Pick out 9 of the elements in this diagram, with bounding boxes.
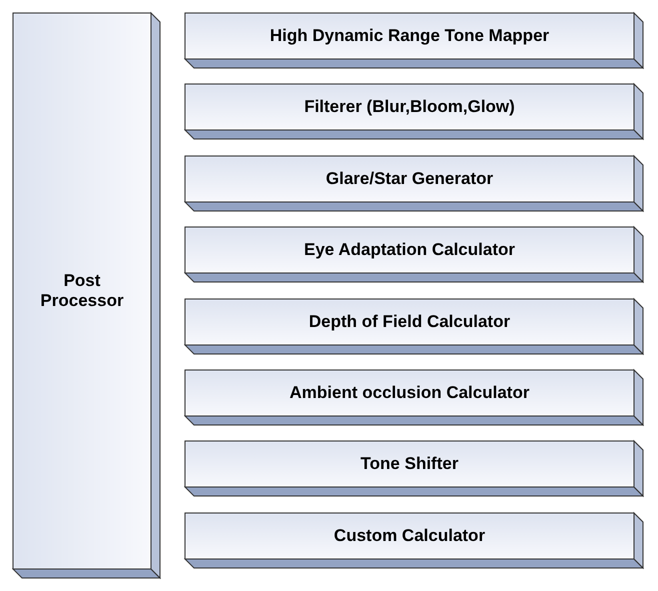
box-label: Custom Calculator — [334, 526, 486, 546]
box-label: Glare/Star Generator — [326, 168, 494, 189]
box-label: Post Processor — [39, 271, 125, 311]
box-label: Tone Shifter — [360, 454, 458, 474]
box-label: Eye Adaptation Calculator — [304, 240, 515, 260]
box-label: Depth of Field Calculator — [308, 312, 510, 332]
box-label: Filterer (Blur,Bloom,Glow) — [304, 97, 515, 118]
box-label: Ambient occlusion Calculator — [290, 383, 530, 403]
box-label: High Dynamic Range Tone Mapper — [270, 26, 550, 46]
